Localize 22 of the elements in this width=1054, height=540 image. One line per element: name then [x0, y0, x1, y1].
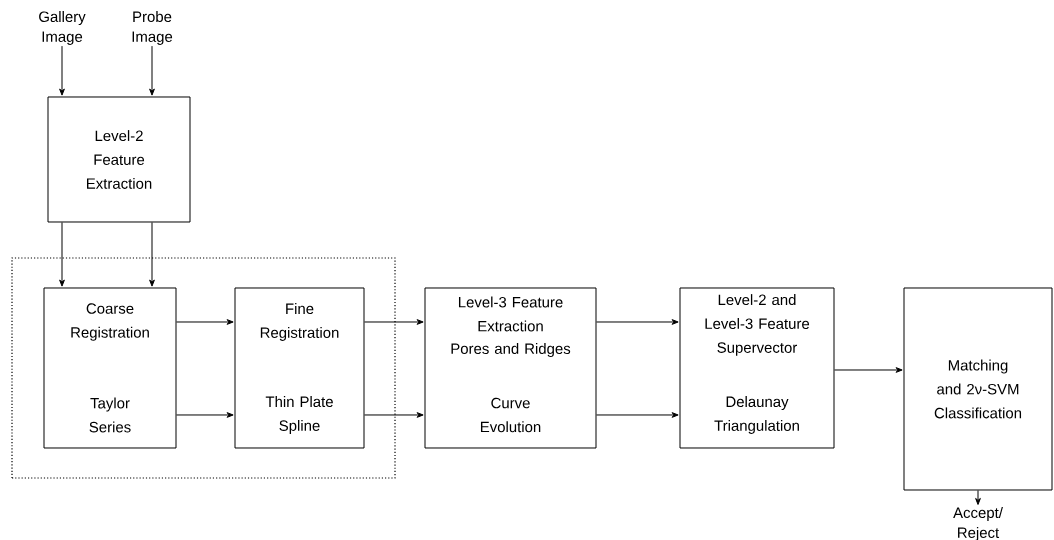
- arrow: [149, 222, 155, 287]
- arrow: [975, 490, 981, 505]
- arrow: [59, 45, 65, 96]
- arrow: [596, 412, 679, 418]
- process-box: Fine Registration Thin Plate Spline: [234, 287, 365, 449]
- arrow: [596, 319, 679, 325]
- arrow: [364, 412, 424, 418]
- dotted-group-box: [11, 257, 396, 479]
- process-box: Matching and 2ν-SVM Classification: [903, 287, 1053, 491]
- input-label: Probe Image: [132, 11, 173, 45]
- process-box: Level-2 Feature Extraction: [47, 96, 191, 223]
- process-box: Coarse Registration Taylor Series: [43, 287, 177, 449]
- arrow: [149, 45, 155, 96]
- output-label: Accept/ Reject: [953, 507, 1003, 540]
- arrow: [59, 222, 65, 287]
- arrow: [364, 319, 424, 325]
- process-box: Level-3 Feature Extraction Pores and Ridges Curve Evolution: [424, 287, 597, 449]
- arrow: [176, 319, 234, 325]
- input-label: Gallery Image: [39, 11, 86, 45]
- process-box: Level-2 and Level-3 Feature Supervector Delaunay Triangulation: [679, 287, 835, 449]
- arrow: [834, 367, 903, 373]
- arrow: [176, 412, 234, 418]
